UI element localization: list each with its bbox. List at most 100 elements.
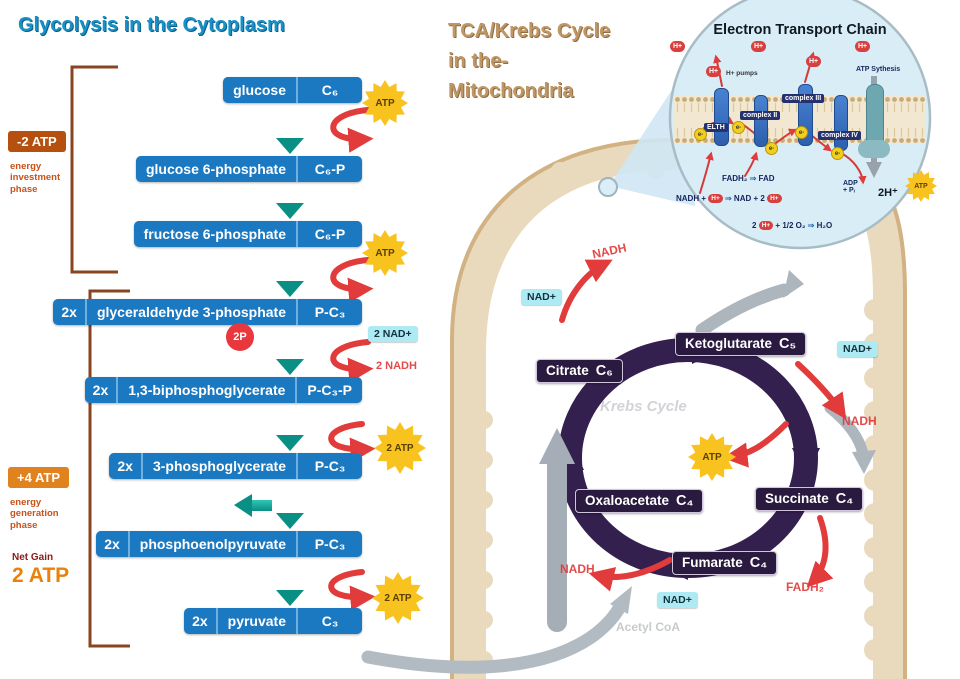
nadh-label: 2 NADH: [376, 360, 417, 372]
fadh2-label: FADH₂: [786, 580, 824, 594]
metabolite-glucose: glucose C₆: [223, 77, 362, 103]
atp-label: ATP: [375, 97, 395, 109]
reaction-arrow: ⇒: [724, 194, 732, 203]
invest-phase-note: energy investment phase: [10, 161, 61, 195]
h-plus-pill: H+: [708, 194, 723, 203]
metabolite-name: pyruvate: [217, 608, 296, 634]
reaction-product: FAD: [758, 174, 775, 183]
nad-plus-chip: 2 NAD+: [368, 326, 418, 342]
metabolite-phosphoenolpyruvate: 2x phosphoenolpyruvate P-C₃: [96, 531, 362, 557]
metabolite-name: fructose 6-phosphate: [133, 221, 296, 247]
metabolite-formula: C₄: [676, 493, 694, 509]
reaction-reactant: + 1/2 O₂: [775, 221, 806, 230]
krebs-box-fumarate: Fumarate C₄: [672, 551, 778, 575]
atp-synthase-body: [866, 84, 884, 148]
metabolite-formula: C₆-P: [298, 221, 362, 247]
atp-synthesis-label: ATP Sythesis: [856, 66, 901, 73]
h-plus-pill: H+: [670, 41, 686, 52]
metabolite-name: phosphoenolpyruvate: [129, 531, 296, 557]
reaction-product: H₂O: [816, 221, 833, 230]
metabolite-name: glucose 6-phosphate: [135, 156, 296, 182]
oxygen-reaction: 2 H+ + 1/2 O₂ ⇒ H₂O: [752, 221, 832, 230]
h-plus-pill: H+: [767, 194, 782, 203]
metabolite-glyceraldehyde-3-phosphate: 2x glyceraldehyde 3-phosphate P-C₃: [53, 299, 362, 325]
glycolysis-arrows: [234, 106, 304, 606]
metabolite-formula: P-C₃: [298, 531, 362, 557]
metabolite-formula: C₆-P: [298, 156, 362, 182]
electron-dot: e-: [765, 142, 778, 155]
metabolite-formula: C₆: [595, 363, 613, 379]
atp-label: ATP: [914, 182, 928, 190]
net-gain-value: 2 ATP: [12, 564, 70, 587]
metabolite-qty: 2x: [109, 453, 141, 479]
atp-synthase-base: [858, 140, 890, 158]
krebs-center-label: Krebs Cycle: [600, 398, 687, 415]
reaction-arrow: ⇒: [807, 221, 815, 230]
electron-label: e-: [768, 145, 775, 152]
fadh-reaction: FADH₂ ⇒ FAD: [722, 174, 775, 183]
metabolite-qty: 2x: [96, 531, 128, 557]
nadh-label: NADH: [560, 562, 595, 576]
h-plus-pill: H+: [855, 41, 871, 52]
atp-label: ATP: [375, 247, 395, 259]
metabolite-name: Succinate: [765, 491, 829, 506]
complex-2-body: [754, 95, 768, 147]
metabolite-name: Fumarate: [682, 555, 743, 570]
reaction-reactant: NADH +: [676, 194, 707, 203]
glycolysis-cofactor-arrows: [328, 107, 376, 611]
metabolite-qty: 2x: [53, 299, 85, 325]
metabolite-name: Ketoglutarate: [685, 336, 773, 351]
electron-dot: e-: [795, 126, 808, 139]
adp-pi-label: ADP + Pᵢ: [843, 180, 858, 194]
nad-plus-chip: NAD+: [521, 289, 562, 305]
atp-label: ATP: [702, 451, 722, 463]
h-plus-pill: H+: [758, 221, 774, 230]
complex-4-body: [834, 95, 848, 151]
electron-label: e-: [834, 150, 841, 157]
metabolite-qty: 2x: [184, 608, 216, 634]
electron-dot: e-: [831, 147, 844, 160]
etc-title: Electron Transport Chain: [713, 22, 887, 38]
mito-title-line3: Mitochondria: [448, 80, 574, 102]
metabolite-13-biphosphoglycerate: 2x 1,3-biphosphoglycerate P-C₃-P: [84, 377, 362, 403]
complex-2-label: complex II: [740, 111, 781, 120]
phosphate-2p-badge: 2P: [226, 323, 254, 351]
h-plus-pill: H+: [706, 66, 722, 77]
metabolite-qty: 2x: [84, 377, 117, 403]
metabolite-formula: C₅: [779, 336, 797, 352]
mito-title-line1: TCA/Krebs Cycle: [448, 20, 611, 42]
krebs-box-succinate: Succinate C₄: [755, 487, 864, 511]
metabolite-formula: C₆: [298, 77, 362, 103]
electron-label: e-: [735, 124, 742, 131]
metabolite-3-phosphoglycerate: 2x 3-phosphoglycerate P-C₃: [109, 453, 362, 479]
metabolite-fructose-6-phosphate: fructose 6-phosphate C₆-P: [133, 221, 362, 247]
net-gain-label: Net Gain: [12, 552, 54, 563]
krebs-box-ketoglutarate: Ketoglutarate C₅: [675, 332, 807, 356]
metabolite-name: Oxaloacetate: [585, 493, 670, 508]
two-h-plus-label: 2H⁺: [878, 187, 898, 199]
electron-label: e-: [697, 131, 704, 138]
h-pumps-label: H+ pumps: [726, 70, 758, 77]
krebs-cofactor-arrows: [559, 259, 847, 592]
metabolite-pyruvate: 2x pyruvate C₃: [184, 608, 362, 634]
metabolite-formula: P-C₃-P: [297, 377, 362, 403]
reaction-product: NAD + 2: [733, 194, 765, 203]
glycolysis-title: Glycolysis in the Cytoplasm: [18, 14, 285, 36]
reaction-coeff: 2: [752, 221, 757, 230]
metabolite-name: 3-phosphoglycerate: [142, 453, 296, 479]
nad-plus-chip: NAD+: [837, 341, 878, 357]
krebs-box-citrate: Citrate C₆: [536, 359, 623, 383]
atp-label: 2 ATP: [386, 442, 414, 454]
acetyl-coa-label: Acetyl CoA: [616, 620, 681, 634]
metabolite-glucose-6-phosphate: glucose 6-phosphate C₆-P: [135, 156, 362, 182]
complex-4-label: complex IV: [818, 131, 861, 140]
metabolite-formula: P-C₃: [298, 453, 362, 479]
h-plus-pill: H+: [751, 41, 767, 52]
krebs-box-oxaloacetate: Oxaloacetate C₄: [575, 489, 704, 513]
metabolite-name: glyceraldehyde 3-phosphate: [86, 299, 296, 325]
payoff-phase-box: +4 ATP: [8, 467, 69, 488]
metabolite-name: 1,3-biphosphoglycerate: [118, 377, 296, 403]
metabolite-formula: C₄: [835, 491, 854, 507]
metabolite-name: Citrate: [546, 363, 589, 378]
